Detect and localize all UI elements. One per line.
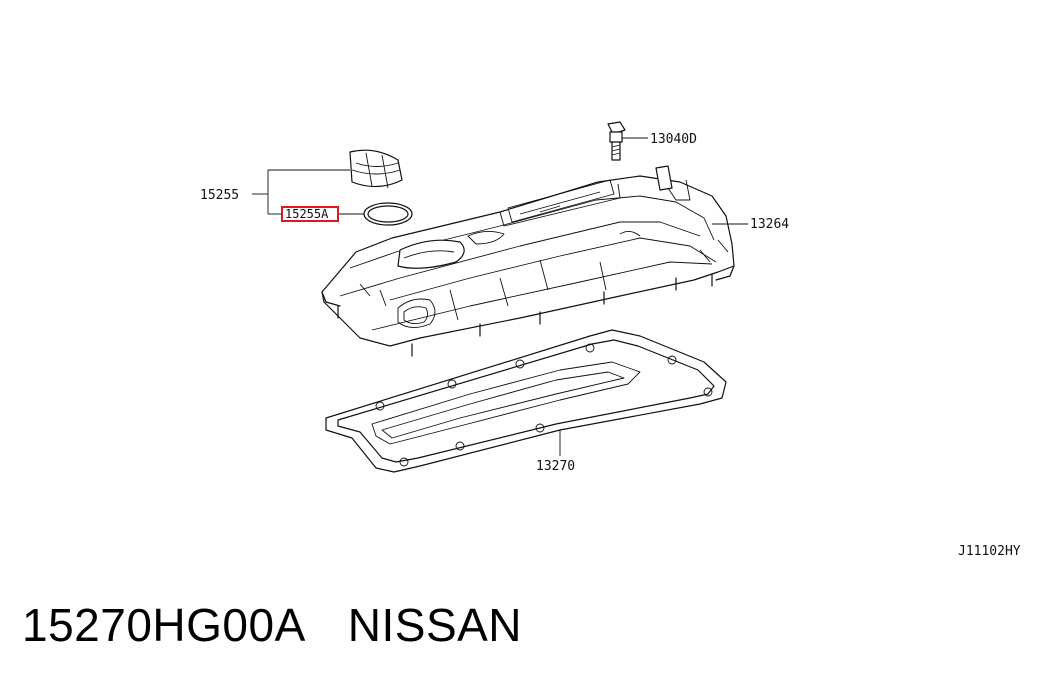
brand-name: NISSAN bbox=[347, 599, 523, 651]
cover-studs bbox=[337, 273, 713, 357]
valve-cover[interactable] bbox=[321, 165, 735, 347]
callout-15255a-highlight bbox=[281, 206, 339, 222]
part-number: 15270HG00A bbox=[22, 599, 306, 651]
callout-15255a[interactable]: 15255A bbox=[285, 207, 329, 221]
leader-lines bbox=[252, 137, 748, 456]
valve-cover-gasket[interactable] bbox=[325, 329, 727, 473]
parts-diagram: 15255 15255A 13040D 13264 13270 J11102HY bbox=[200, 121, 1021, 559]
bolt[interactable] bbox=[607, 121, 626, 161]
callout-13040d: 13040D bbox=[650, 132, 697, 147]
oil-filler-cap[interactable] bbox=[349, 149, 403, 189]
cap-seal-ring[interactable] bbox=[363, 202, 413, 226]
callout-15255: 15255 bbox=[200, 188, 239, 203]
caption: 15270HG00A NISSAN bbox=[22, 598, 522, 652]
figure-code: J11102HY bbox=[958, 544, 1021, 559]
callout-13270: 13270 bbox=[536, 459, 575, 474]
callout-13264: 13264 bbox=[750, 217, 789, 232]
